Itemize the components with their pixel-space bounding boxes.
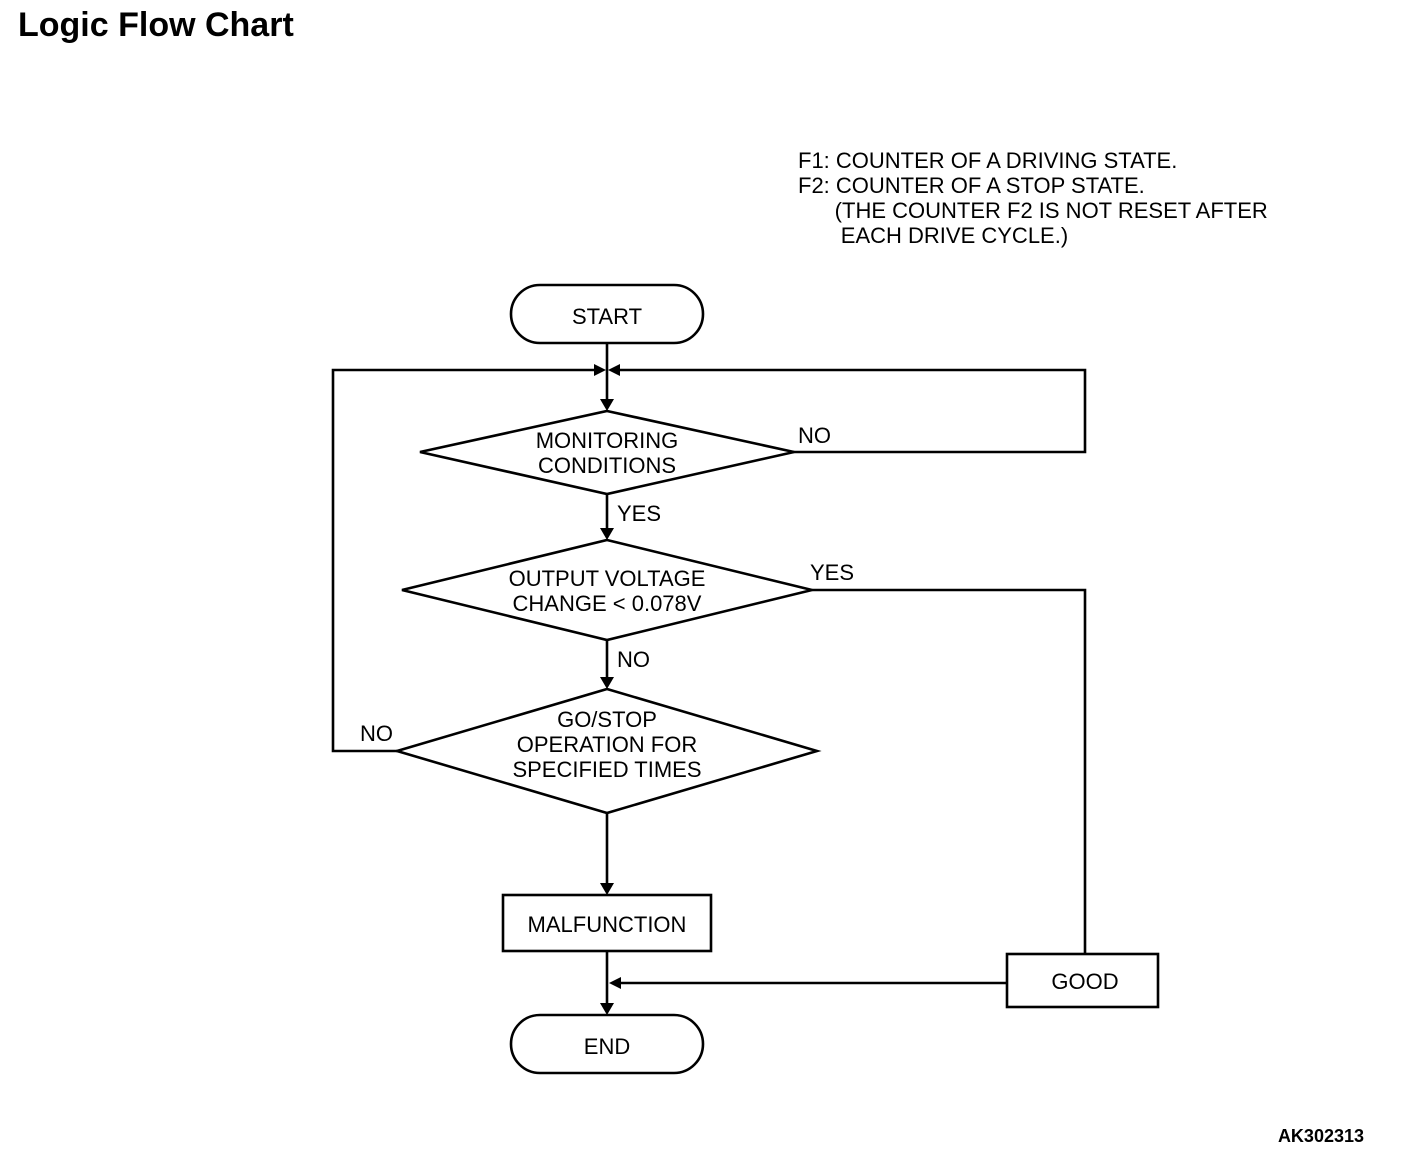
arrowhead-output-in bbox=[600, 528, 614, 540]
note-f2: F2: COUNTER OF A STOP STATE. bbox=[798, 173, 1145, 198]
connector-output-good bbox=[812, 588, 1087, 954]
arrowhead-monitoring-in bbox=[600, 399, 614, 411]
gostop-label-3: SPECIFIED TIMES bbox=[512, 757, 701, 782]
arrowhead-gostop-in bbox=[600, 677, 614, 689]
output-yes-label: YES bbox=[810, 560, 854, 585]
note-f2-detail-2: EACH DRIVE CYCLE.) bbox=[798, 223, 1069, 248]
note-f2-detail-1: (THE COUNTER F2 IS NOT RESET AFTER bbox=[798, 198, 1268, 223]
end-label: END bbox=[584, 1034, 630, 1059]
monitoring-yes-label: YES bbox=[617, 501, 661, 526]
legend-notes: F1: COUNTER OF A DRIVING STATE. F2: COUN… bbox=[798, 148, 1268, 248]
arrowhead-right-loop bbox=[608, 364, 620, 376]
output-no-label: NO bbox=[617, 647, 650, 672]
gostop-no-label: NO bbox=[360, 721, 393, 746]
end-node bbox=[509, 1013, 705, 1075]
figure-code: AK302313 bbox=[1277, 1126, 1364, 1146]
monitoring-label-2: CONDITIONS bbox=[538, 453, 676, 478]
output-label-2: CHANGE < 0.078V bbox=[513, 591, 702, 616]
good-label: GOOD bbox=[1051, 969, 1118, 994]
page-title: Logic Flow Chart bbox=[18, 6, 294, 44]
note-f1: F1: COUNTER OF A DRIVING STATE. bbox=[798, 148, 1178, 173]
arrowhead-end-in bbox=[600, 1003, 614, 1015]
connector-monitoring-no-loop bbox=[618, 368, 1087, 454]
arrowhead-left-loop bbox=[594, 364, 606, 376]
good-node bbox=[1005, 952, 1160, 1009]
gostop-label-2: OPERATION FOR bbox=[517, 732, 698, 757]
gostop-label-1: GO/STOP bbox=[557, 707, 657, 732]
monitoring-label-1: MONITORING bbox=[536, 428, 679, 453]
start-label: START bbox=[572, 304, 642, 329]
malfunction-label: MALFUNCTION bbox=[528, 912, 687, 937]
arrowhead-good-merge bbox=[609, 977, 621, 989]
malfunction-node bbox=[501, 893, 713, 953]
connector-gostop-no-loop bbox=[331, 368, 596, 753]
arrowhead-malfunction-in bbox=[600, 883, 614, 895]
monitoring-no-label: NO bbox=[798, 423, 831, 448]
output-label-1: OUTPUT VOLTAGE bbox=[509, 566, 706, 591]
